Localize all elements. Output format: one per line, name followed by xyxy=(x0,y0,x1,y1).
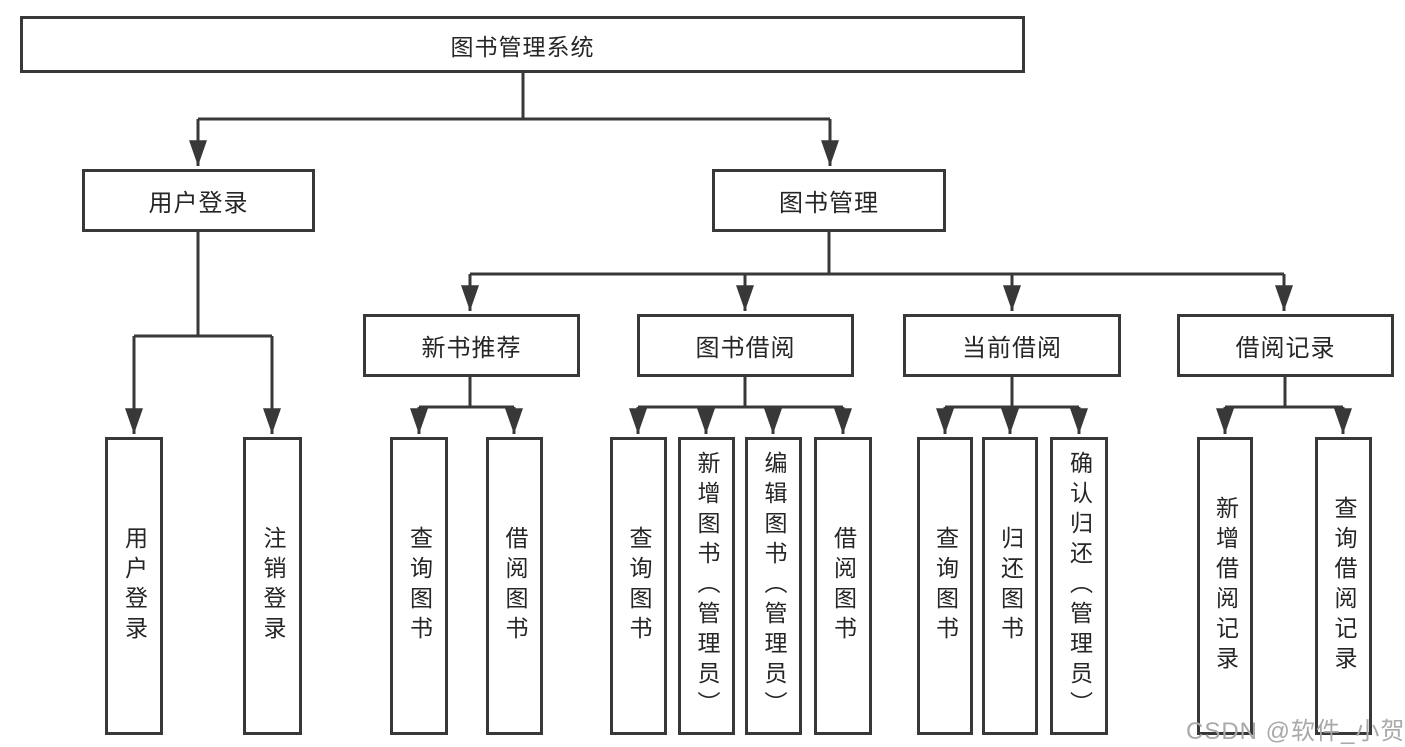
leaf-br-add-record-label: 新增借阅记录 xyxy=(1212,496,1239,676)
csdn-watermark: CSDN @软件_小贺同学 xyxy=(1186,718,1405,745)
leaf-br-query-record-label: 查询借阅记录 xyxy=(1331,496,1357,676)
leaf-cb-confirm-return-label: 确认归还（管理员） xyxy=(1066,451,1093,721)
node-new-book-recommend: 新书推荐 xyxy=(363,314,580,377)
leaf-bb-query-books: 查询图书 xyxy=(610,437,667,735)
leaf-logout-label: 注销登录 xyxy=(260,526,286,646)
leaf-bb-borrow-books-label: 借阅图书 xyxy=(830,526,857,646)
leaf-bb-add-books: 新增图书（管理员） xyxy=(678,437,735,735)
leaf-user-login-label: 用户登录 xyxy=(121,526,148,646)
connector-new-book-split xyxy=(419,377,514,409)
node-borrow-records-label: 借阅记录 xyxy=(1235,335,1336,362)
node-new-book-recommend-label: 新书推荐 xyxy=(421,335,522,362)
node-user-login: 用户登录 xyxy=(82,169,315,232)
connector-book-management-split xyxy=(470,232,1284,276)
connector-book-borrow-split xyxy=(638,377,843,409)
leaf-nb-borrow-books: 借阅图书 xyxy=(486,437,543,735)
leaf-bb-add-books-label: 新增图书（管理员） xyxy=(694,451,720,721)
leaf-cb-confirm-return: 确认归还（管理员） xyxy=(1050,437,1108,735)
leaf-bb-edit-books: 编辑图书（管理员） xyxy=(745,437,802,735)
node-borrow-records: 借阅记录 xyxy=(1177,314,1394,377)
node-root-label: 图书管理系统 xyxy=(450,33,595,60)
leaf-cb-return-books: 归还图书 xyxy=(982,437,1038,735)
node-book-management: 图书管理 xyxy=(712,169,946,232)
connector-root-split xyxy=(198,73,830,121)
connector-borrow-records-split xyxy=(1225,377,1343,409)
leaf-logout: 注销登录 xyxy=(243,437,302,735)
leaf-cb-return-books-label: 归还图书 xyxy=(997,526,1024,646)
leaf-bb-query-books-label: 查询图书 xyxy=(626,526,652,646)
leaf-br-add-record: 新增借阅记录 xyxy=(1197,437,1253,735)
leaf-nb-query-books-label: 查询图书 xyxy=(406,526,433,646)
leaf-bb-edit-books-label: 编辑图书（管理员） xyxy=(761,451,787,721)
connector-user-login-split xyxy=(134,232,272,338)
leaf-br-query-record: 查询借阅记录 xyxy=(1315,437,1372,735)
leaf-cb-query-books-label: 查询图书 xyxy=(932,526,959,646)
leaf-nb-borrow-books-label: 借阅图书 xyxy=(502,526,528,646)
leaf-user-login: 用户登录 xyxy=(105,437,163,735)
node-current-borrow: 当前借阅 xyxy=(903,314,1121,377)
node-current-borrow-label: 当前借阅 xyxy=(962,335,1062,362)
node-user-login-label: 用户登录 xyxy=(148,190,249,217)
node-book-management-label: 图书管理 xyxy=(779,190,879,217)
leaf-cb-query-books: 查询图书 xyxy=(917,437,973,735)
node-book-borrow-label: 图书借阅 xyxy=(695,335,796,362)
node-book-borrow: 图书借阅 xyxy=(637,314,854,377)
node-root: 图书管理系统 xyxy=(20,16,1025,73)
leaf-nb-query-books: 查询图书 xyxy=(390,437,448,735)
connector-current-borrow-split xyxy=(945,377,1079,409)
leaf-bb-borrow-books: 借阅图书 xyxy=(814,437,872,735)
